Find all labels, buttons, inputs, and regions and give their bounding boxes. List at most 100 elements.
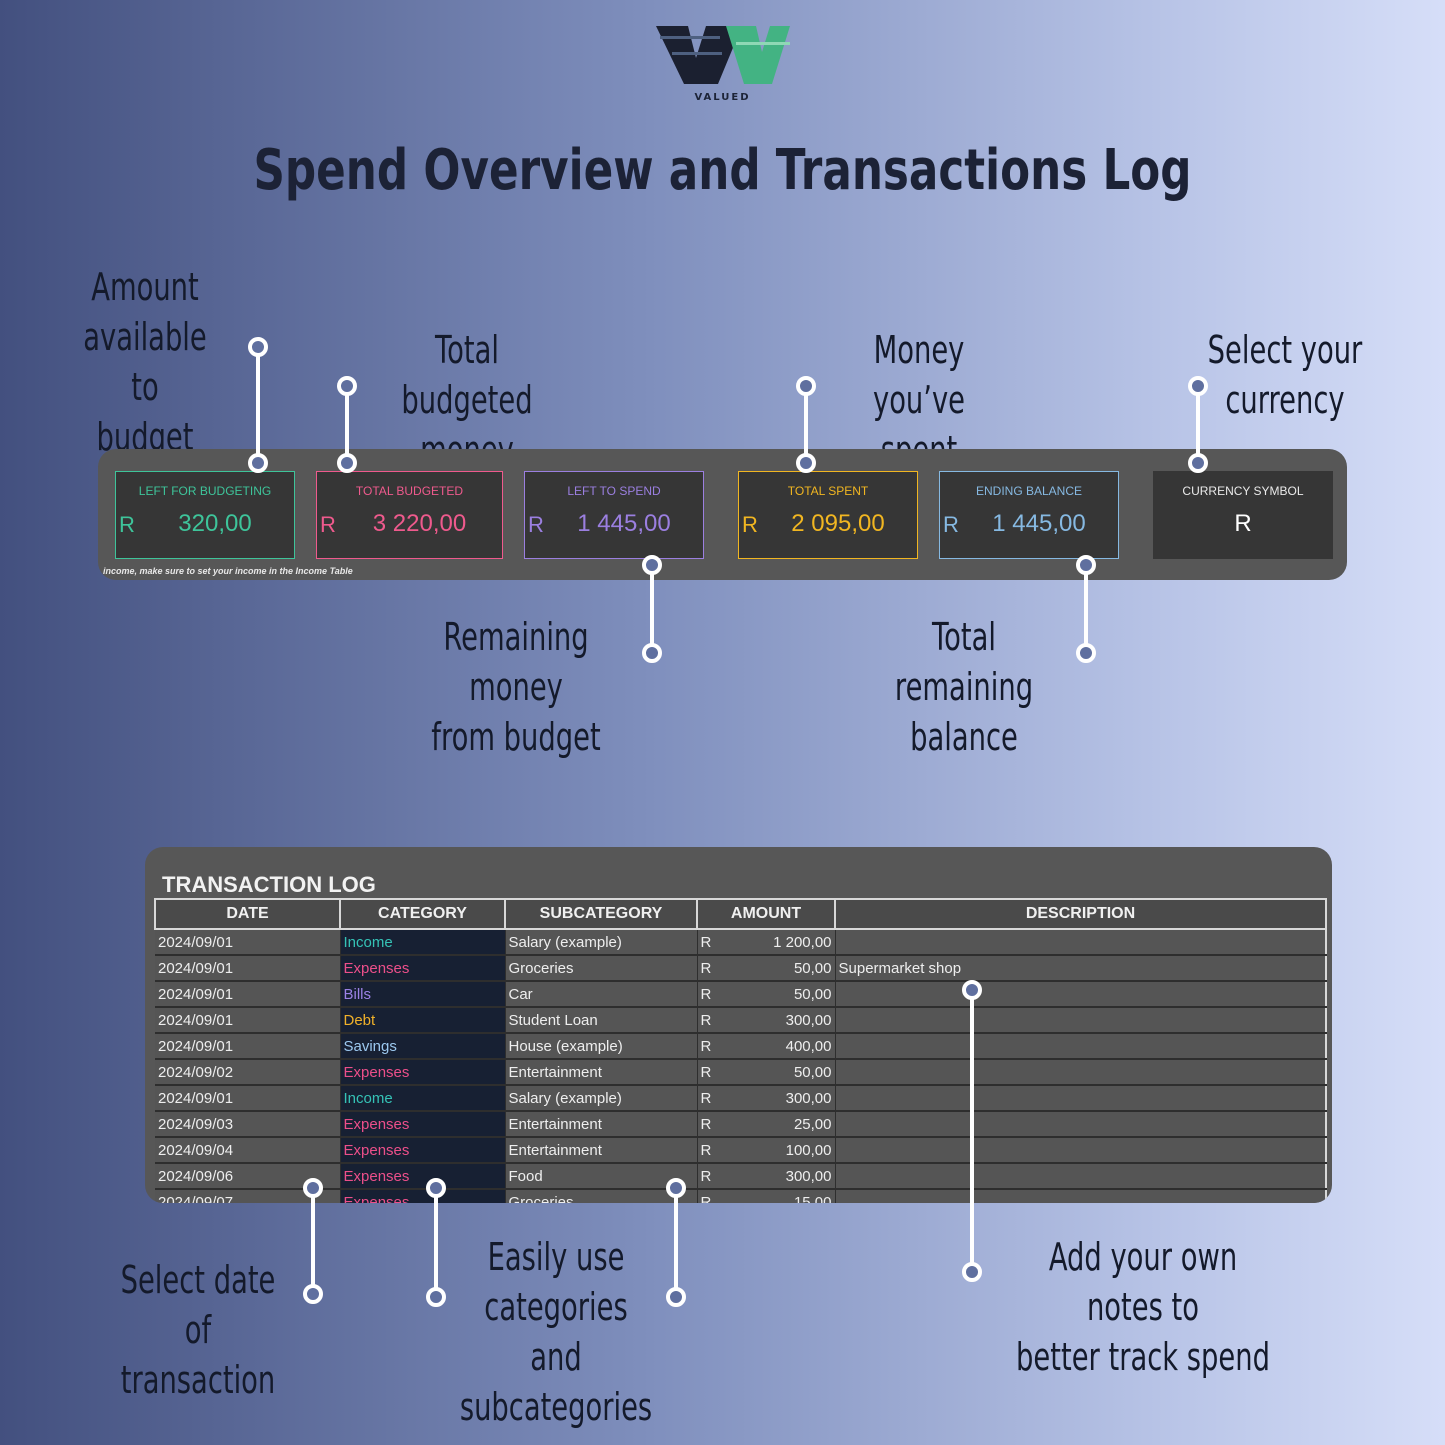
- amount-cell[interactable]: 300,00: [719, 1085, 836, 1112]
- date-cell[interactable]: 2024/09/04: [155, 1137, 341, 1164]
- amount-cell[interactable]: 25,00: [719, 1111, 836, 1138]
- currency-symbol: R: [943, 512, 959, 537]
- subcategory-cell[interactable]: Car: [505, 981, 698, 1008]
- date-cell[interactable]: 2024/09/06: [155, 1163, 341, 1190]
- brand-name: VALUED: [694, 92, 751, 103]
- currency-symbol: R: [528, 512, 544, 537]
- card-label: TOTAL SPENT: [787, 484, 869, 498]
- callout-notes: Add your own notes to better track spend: [1016, 1235, 1270, 1379]
- subcategory-cell[interactable]: Food: [505, 1163, 698, 1190]
- category-cell[interactable]: Expenses: [340, 1059, 506, 1086]
- category-cell[interactable]: Expenses: [340, 1163, 506, 1190]
- category-cell[interactable]: Income: [340, 929, 506, 956]
- column-header-amount[interactable]: AMOUNT: [696, 898, 836, 930]
- currency-symbol-card[interactable]: CURRENCY SYMBOL R: [1153, 471, 1333, 559]
- card-label: LEFT TO SPEND: [567, 484, 661, 498]
- date-cell[interactable]: 2024/09/02: [155, 1059, 341, 1086]
- pin-icon: [796, 376, 816, 396]
- pin-icon: [426, 1287, 446, 1307]
- amount-cell[interactable]: 50,00: [719, 981, 836, 1008]
- currency-cell: R: [697, 1137, 719, 1164]
- amount-cell[interactable]: 50,00: [719, 1059, 836, 1086]
- currency-cell: R: [697, 1059, 719, 1086]
- description-cell[interactable]: [835, 1007, 1327, 1034]
- card-value: R: [1234, 510, 1252, 537]
- card-value: 1 445,00: [992, 510, 1086, 537]
- column-header-description[interactable]: DESCRIPTION: [834, 898, 1327, 930]
- card-label: CURRENCY SYMBOL: [1182, 484, 1304, 498]
- description-cell[interactable]: [835, 981, 1327, 1008]
- pin-icon: [962, 1262, 982, 1282]
- date-cell[interactable]: 2024/09/07: [155, 1189, 341, 1203]
- amount-cell[interactable]: 50,00: [719, 955, 836, 982]
- date-cell[interactable]: 2024/09/01: [155, 1085, 341, 1112]
- brand-logo: VALUED: [650, 22, 795, 104]
- subcategory-cell[interactable]: Entertainment: [505, 1111, 698, 1138]
- card-label: TOTAL BUDGETED: [355, 484, 464, 498]
- description-cell[interactable]: [835, 929, 1327, 956]
- transaction-log-title: TRANSACTION LOG: [162, 872, 376, 897]
- date-cell[interactable]: 2024/09/01: [155, 929, 341, 956]
- amount-cell[interactable]: 100,00: [719, 1137, 836, 1164]
- currency-cell: R: [697, 1085, 719, 1112]
- subcategory-cell[interactable]: Student Loan: [505, 1007, 698, 1034]
- card-value: 1 445,00: [577, 510, 671, 537]
- subcategory-cell[interactable]: Salary (example): [505, 1085, 698, 1112]
- description-cell[interactable]: Supermarket shop: [835, 955, 1327, 982]
- category-cell[interactable]: Bills: [340, 981, 506, 1008]
- amount-cell[interactable]: 1 200,00: [719, 929, 836, 956]
- date-cell[interactable]: 2024/09/03: [155, 1111, 341, 1138]
- category-cell[interactable]: Savings: [340, 1033, 506, 1060]
- card-value: 320,00: [178, 510, 252, 537]
- description-cell[interactable]: [835, 1033, 1327, 1060]
- currency-cell: R: [697, 1189, 719, 1203]
- amount-cell[interactable]: 400,00: [719, 1033, 836, 1060]
- category-cell[interactable]: Expenses: [340, 1189, 506, 1203]
- currency-cell: R: [697, 1033, 719, 1060]
- category-cell[interactable]: Debt: [340, 1007, 506, 1034]
- currency-symbol: R: [119, 512, 135, 537]
- subcategory-cell[interactable]: Entertainment: [505, 1137, 698, 1164]
- subcategory-cell[interactable]: Groceries: [505, 1189, 698, 1203]
- description-cell[interactable]: [835, 1085, 1327, 1112]
- category-cell[interactable]: Expenses: [340, 1137, 506, 1164]
- callout-remaining: Remaining money from budget: [431, 615, 601, 759]
- subcategory-cell[interactable]: House (example): [505, 1033, 698, 1060]
- left-to-spend-card: LEFT TO SPEND R 1 445,00: [524, 471, 704, 559]
- card-label: ENDING BALANCE: [975, 484, 1083, 498]
- description-cell[interactable]: [835, 1137, 1327, 1164]
- callout-currency: Select your currency: [1207, 328, 1363, 422]
- description-cell[interactable]: [835, 1059, 1327, 1086]
- column-header-subcategory[interactable]: SUBCATEGORY: [504, 898, 698, 930]
- amount-cell[interactable]: 300,00: [719, 1163, 836, 1190]
- date-cell[interactable]: 2024/09/01: [155, 1007, 341, 1034]
- column-header-date[interactable]: DATE: [154, 898, 341, 930]
- date-cell[interactable]: 2024/09/01: [155, 981, 341, 1008]
- amount-cell[interactable]: 300,00: [719, 1007, 836, 1034]
- description-cell[interactable]: [835, 1189, 1327, 1203]
- category-cell[interactable]: Expenses: [340, 1111, 506, 1138]
- date-cell[interactable]: 2024/09/01: [155, 955, 341, 982]
- amount-cell[interactable]: 15,00: [719, 1189, 836, 1203]
- transaction-log: TRANSACTION LOG DATE CATEGORY SUBCATEGOR…: [145, 847, 1332, 1203]
- category-cell[interactable]: Expenses: [340, 955, 506, 982]
- pin-icon: [337, 376, 357, 396]
- date-cell[interactable]: 2024/09/01: [155, 1033, 341, 1060]
- subcategory-cell[interactable]: Salary (example): [505, 929, 698, 956]
- description-cell[interactable]: [835, 1163, 1327, 1190]
- column-header-category[interactable]: CATEGORY: [339, 898, 506, 930]
- subcategory-cell[interactable]: Entertainment: [505, 1059, 698, 1086]
- pin-icon: [1076, 643, 1096, 663]
- description-cell[interactable]: [835, 1111, 1327, 1138]
- category-cell[interactable]: Income: [340, 1085, 506, 1112]
- pin-icon: [303, 1284, 323, 1304]
- subcategory-cell[interactable]: Groceries: [505, 955, 698, 982]
